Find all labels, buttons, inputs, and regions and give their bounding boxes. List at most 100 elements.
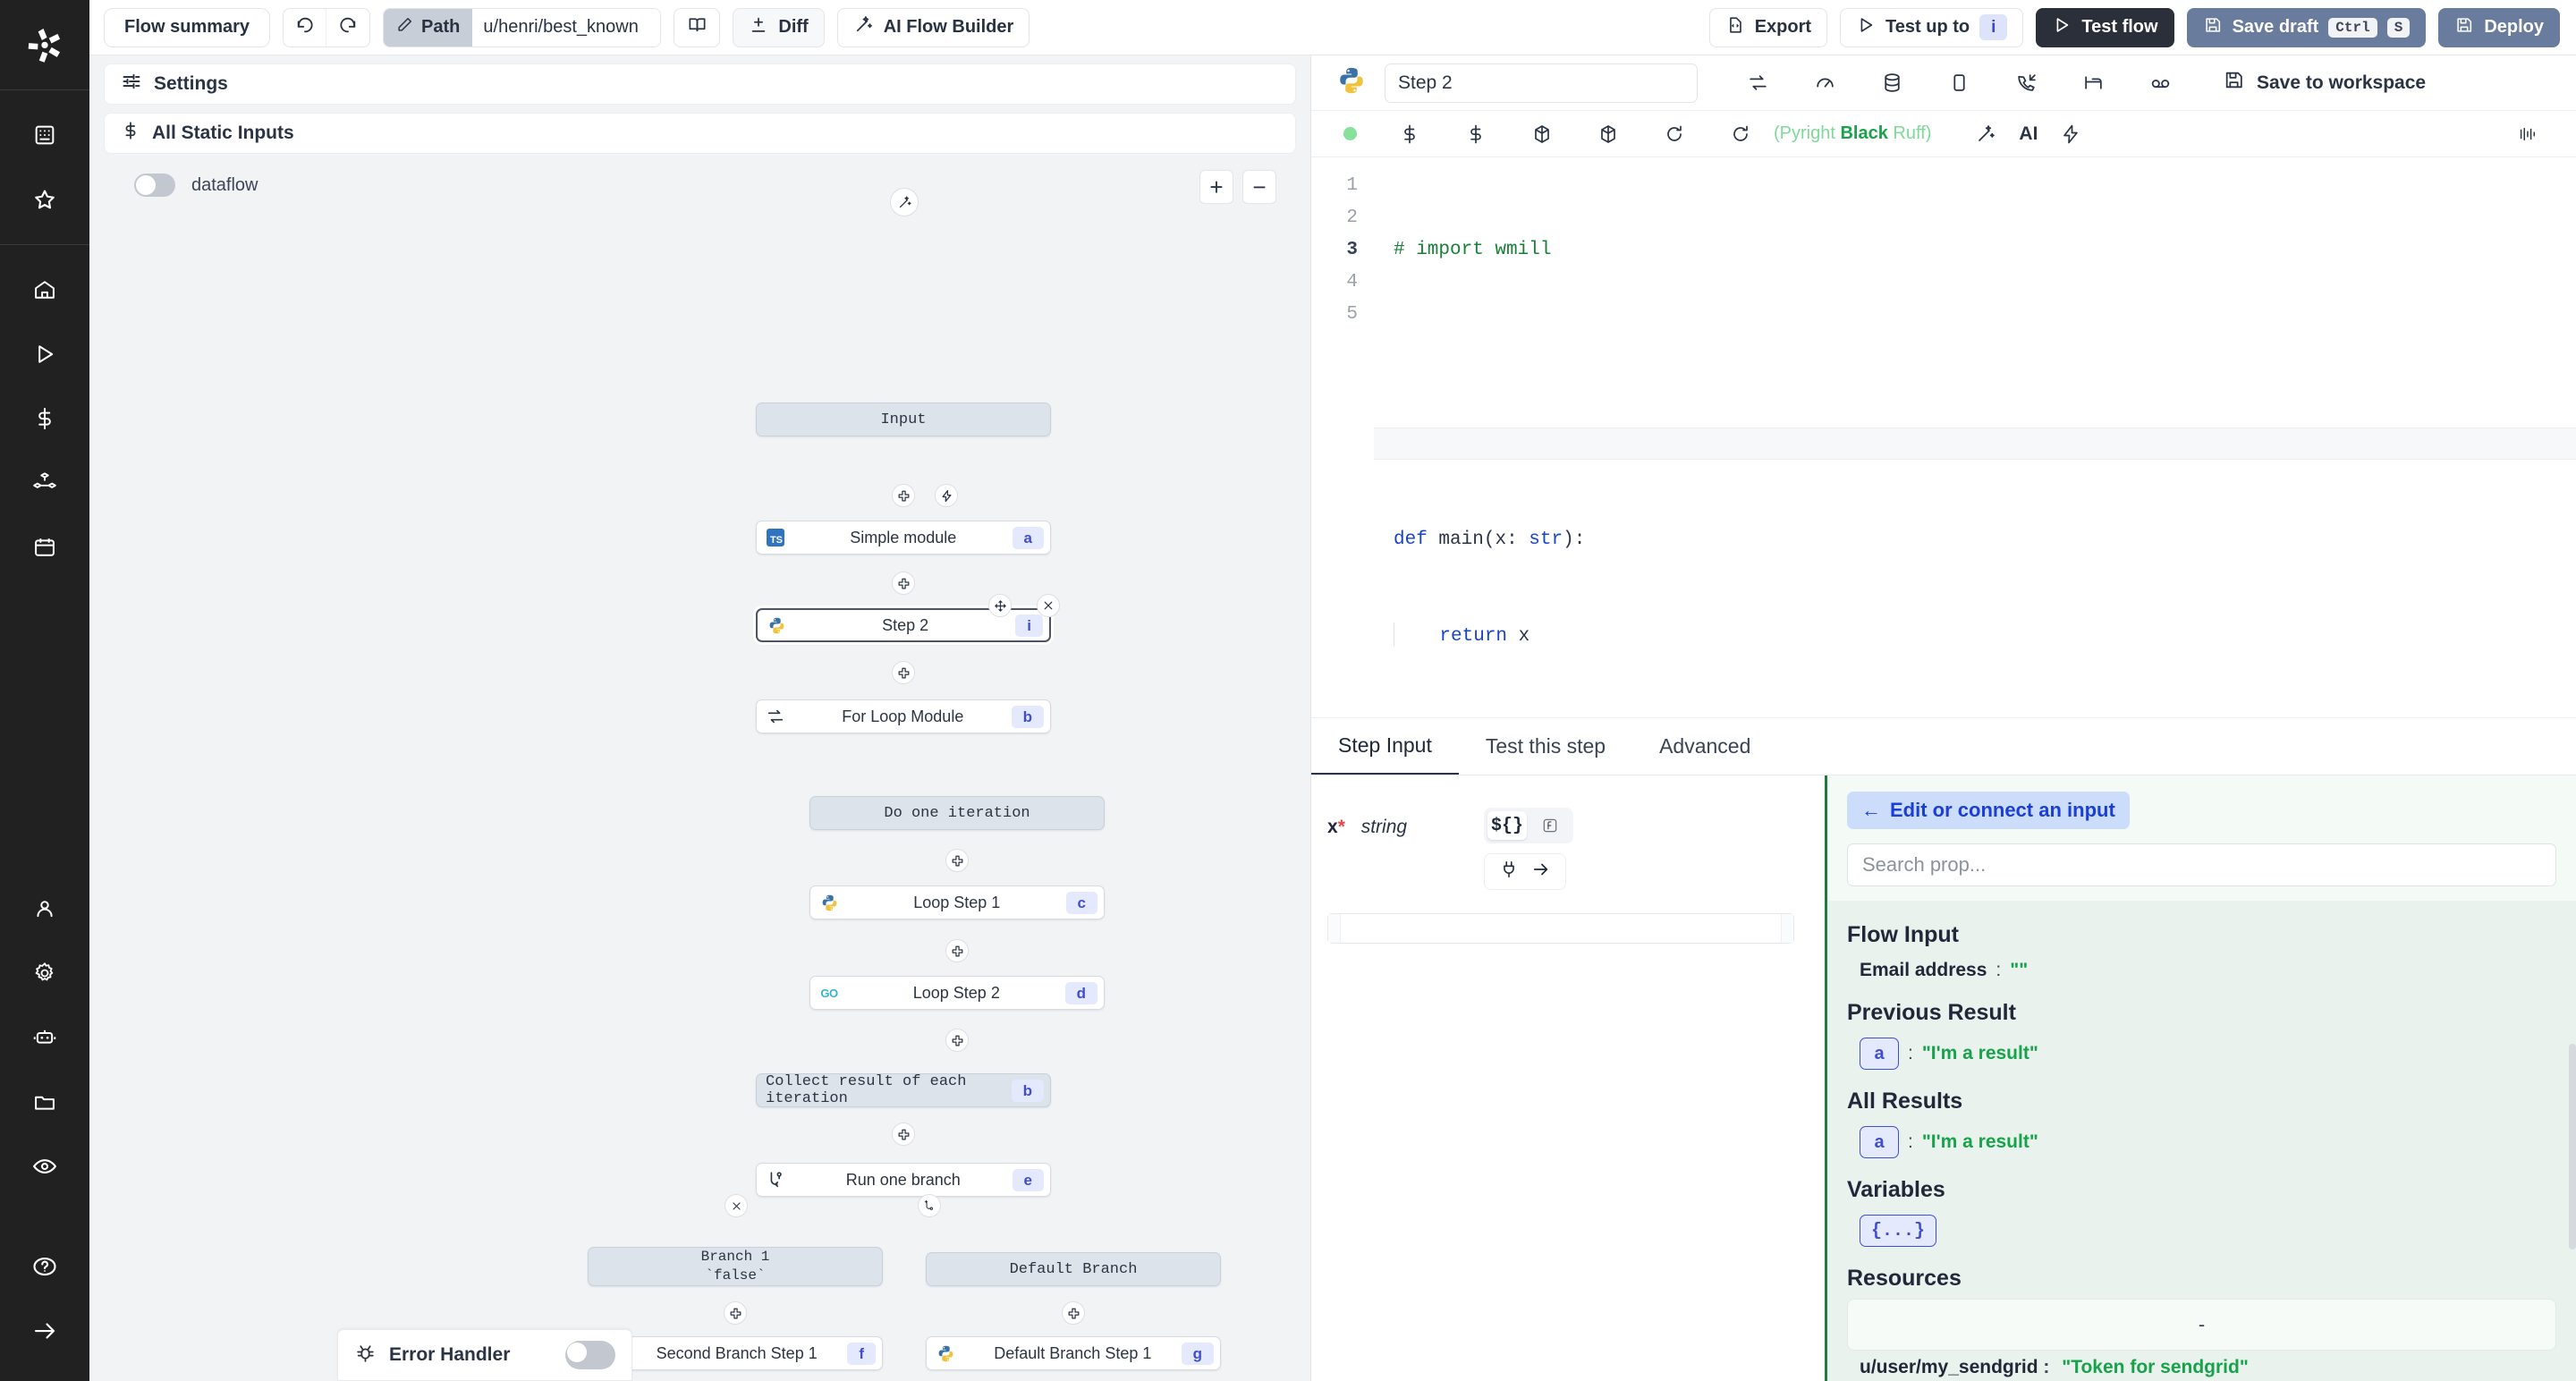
undo-button[interactable] <box>284 8 327 47</box>
voicemail-icon[interactable] <box>2127 64 2194 103</box>
sidebar-item-schedules[interactable] <box>0 515 89 580</box>
add-step-handle-5[interactable] <box>945 939 969 962</box>
previous-result-row[interactable]: a : "I'm a result" <box>1847 1033 2556 1074</box>
search-prop-input[interactable] <box>1847 843 2556 886</box>
sidebar-item-help[interactable] <box>0 1234 89 1299</box>
flow-node-branch-1[interactable]: Branch 1 `false` <box>588 1247 883 1286</box>
ai-generate-handle[interactable] <box>890 188 919 216</box>
sidebar-item-audit-logs[interactable] <box>0 1134 89 1199</box>
resource-row[interactable]: u/user/my_sendgrid : "Token for sendgrid… <box>1847 1351 2556 1381</box>
add-step-handle-9[interactable] <box>1062 1301 1085 1325</box>
sidebar-expand-button[interactable] <box>0 1299 89 1363</box>
flow-node-run-one-branch[interactable]: Run one branch e <box>756 1163 1051 1197</box>
tab-test-this-step[interactable]: Test this step <box>1485 734 1606 758</box>
flow-node-collect-result[interactable]: Collect result of each iteration b <box>756 1073 1051 1107</box>
move-node-handle[interactable] <box>988 594 1012 617</box>
flow-summary-button[interactable]: Flow summary <box>104 7 271 47</box>
test-flow-button[interactable]: Test flow <box>2036 7 2174 47</box>
expr-mode-button[interactable]: ${} <box>1487 811 1527 840</box>
loop-icon[interactable] <box>1724 64 1792 103</box>
sidebar-item-runs[interactable] <box>0 322 89 386</box>
zoom-in-button[interactable]: + <box>1199 170 1233 204</box>
all-results-row[interactable]: a : "I'm a result" <box>1847 1122 2556 1163</box>
flow-node-simple-module[interactable]: TS Simple module a <box>756 521 1051 555</box>
refresh-cw-icon[interactable] <box>1707 116 1774 152</box>
edit-or-connect-input-button[interactable]: ← Edit or connect an input <box>1847 792 2130 829</box>
sidebar-item-resources[interactable] <box>0 451 89 515</box>
connect-input-bar[interactable] <box>1484 853 1566 890</box>
flow-node-step-2[interactable]: Step 2 i <box>756 608 1051 642</box>
dataflow-toggle-group[interactable]: dataflow <box>134 174 258 197</box>
ai-flow-builder-button[interactable]: AI Flow Builder <box>836 7 1030 47</box>
flow-node-loop-step-2[interactable]: GO Loop Step 2 d <box>809 976 1105 1010</box>
dollar-icon[interactable] <box>1443 116 1509 152</box>
sidebar-item-workspace[interactable] <box>0 103 89 167</box>
flow-node-default-branch[interactable]: Default Branch <box>926 1252 1221 1286</box>
square-icon[interactable] <box>1926 64 1993 103</box>
flow-node-second-branch-step-1[interactable]: TS Second Branch Step 1 f <box>588 1336 883 1370</box>
flow-node-do-one-iteration[interactable]: Do one iteration <box>809 796 1105 830</box>
function-mode-button[interactable] <box>1530 811 1570 840</box>
step-name-input[interactable] <box>1385 63 1698 103</box>
resources-placeholder[interactable]: - <box>1847 1299 2556 1351</box>
path-edit-button[interactable]: Path <box>384 8 473 47</box>
flow-node-input[interactable]: Input <box>756 402 1051 436</box>
sidebar-item-users[interactable] <box>0 877 89 941</box>
sidebar-item-workers[interactable] <box>0 1005 89 1070</box>
gauge-icon[interactable] <box>1792 64 1859 103</box>
panel-scrollbar[interactable] <box>2569 1044 2576 1250</box>
code-content[interactable]: # import wmill def main(x: str): return … <box>1374 170 2576 717</box>
step-chip[interactable]: a <box>1860 1038 1899 1070</box>
tab-step-input[interactable]: Step Input <box>1311 718 1459 775</box>
add-step-handle-3[interactable] <box>892 661 915 684</box>
sidebar-item-favorites[interactable] <box>0 167 89 232</box>
dollar-icon[interactable] <box>1377 116 1443 152</box>
zoom-out-button[interactable]: − <box>1242 170 1276 204</box>
flow-node-default-branch-step-1[interactable]: Default Branch Step 1 g <box>926 1336 1221 1370</box>
ai-wand-icon[interactable] <box>1953 116 2019 152</box>
add-step-handle-2[interactable] <box>892 572 915 595</box>
variables-row[interactable]: {...} <box>1847 1210 2556 1251</box>
add-branch-handle[interactable] <box>918 1194 941 1217</box>
dataflow-toggle[interactable] <box>134 174 175 197</box>
lightning-icon[interactable] <box>2038 116 2104 152</box>
add-trigger-handle[interactable] <box>935 484 958 507</box>
flow-node-for-loop-module[interactable]: For Loop Module b <box>756 699 1051 733</box>
save-to-workspace-button[interactable]: Save to workspace <box>2223 69 2426 97</box>
error-handler-toggle[interactable] <box>565 1341 615 1369</box>
remove-branch-handle[interactable] <box>724 1194 748 1217</box>
tab-advanced[interactable]: Advanced <box>1659 734 1751 758</box>
phone-incoming-icon[interactable] <box>1993 64 2060 103</box>
argument-value-input[interactable] <box>1327 913 1794 944</box>
code-editor[interactable]: 1 2 3 4 5 # import wmill def main(x: str… <box>1311 157 2576 718</box>
test-up-to-button[interactable]: Test up to i <box>1840 7 2024 47</box>
all-static-inputs-accordion[interactable]: All Static Inputs <box>104 113 1296 154</box>
add-step-handle-6[interactable] <box>945 1029 969 1052</box>
delete-node-handle[interactable] <box>1037 594 1060 617</box>
flow-canvas[interactable]: dataflow + − <box>89 154 1310 1381</box>
windmill-logo[interactable] <box>0 0 89 89</box>
sidebar-item-home[interactable] <box>0 258 89 322</box>
refresh-icon[interactable] <box>1641 116 1707 152</box>
flow-settings-accordion[interactable]: Settings <box>104 64 1296 105</box>
add-step-handle-1[interactable] <box>892 484 915 507</box>
package-icon[interactable] <box>1509 116 1575 152</box>
add-step-handle-8[interactable] <box>724 1301 747 1325</box>
package-icon[interactable] <box>1575 116 1641 152</box>
sidebar-item-folders[interactable] <box>0 1070 89 1134</box>
flow-input-row[interactable]: Email address : "" <box>1847 955 2556 986</box>
sidebar-item-settings[interactable] <box>0 941 89 1005</box>
flow-node-loop-step-1[interactable]: Loop Step 1 c <box>809 885 1105 919</box>
ai-label[interactable]: AI <box>2019 123 2038 144</box>
diff-button[interactable]: Diff <box>733 7 825 47</box>
step-chip[interactable]: a <box>1860 1126 1899 1158</box>
database-icon[interactable] <box>1859 64 1926 103</box>
redo-button[interactable] <box>326 9 369 47</box>
add-step-handle-7[interactable] <box>892 1123 915 1146</box>
add-step-handle-4[interactable] <box>945 849 969 872</box>
sidebar-item-variables[interactable] <box>0 386 89 451</box>
docs-button[interactable] <box>674 7 721 47</box>
error-handler-panel[interactable]: Error Handler <box>337 1329 632 1381</box>
connect-panel-body[interactable]: Flow Input Email address : "" Previous R… <box>1827 901 2576 1381</box>
variables-chip[interactable]: {...} <box>1860 1215 1937 1247</box>
